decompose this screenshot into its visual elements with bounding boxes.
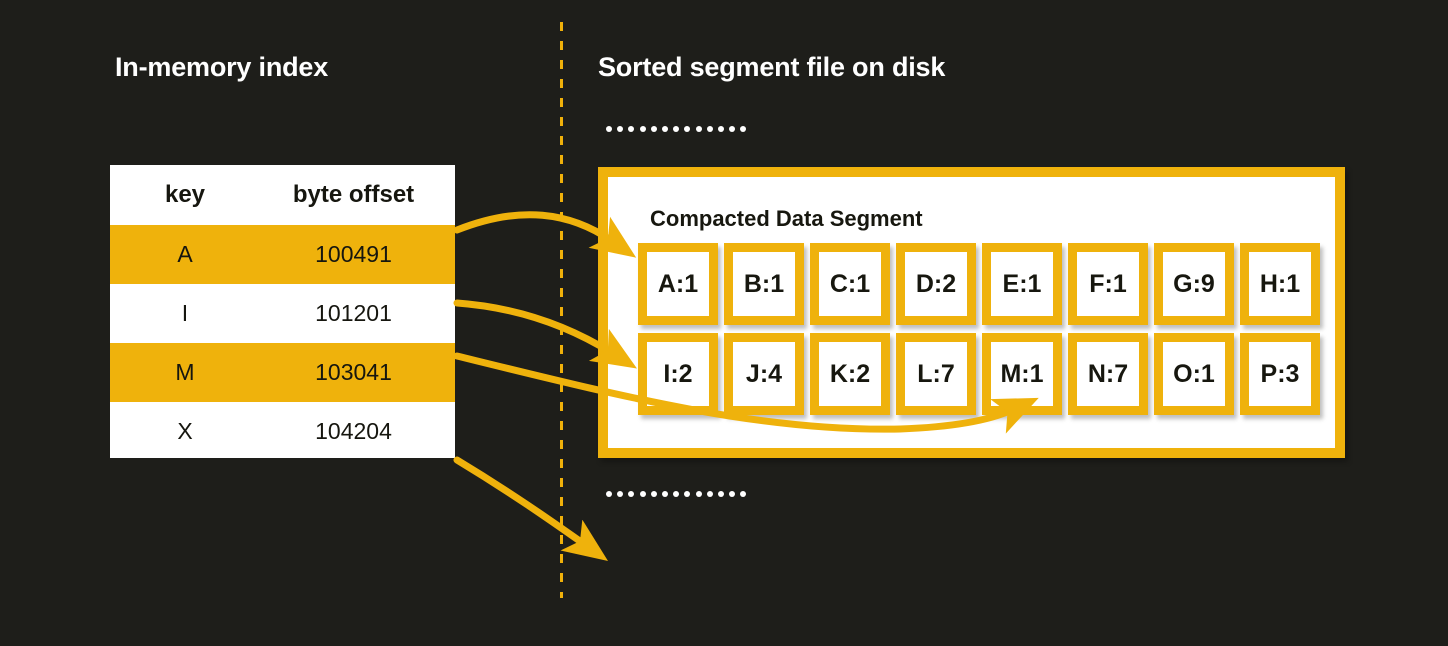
- page-title-sorted-segment-file: Sorted segment file on disk: [598, 52, 946, 82]
- table-header-row: key byte offset: [110, 165, 455, 225]
- segment-cell[interactable]: D:2: [896, 243, 976, 325]
- ellipsis-dot: [740, 126, 747, 132]
- ellipsis-dot: [729, 126, 736, 132]
- column-header-byte-offset: byte offset: [292, 181, 415, 208]
- segment-cell[interactable]: K:2: [810, 333, 890, 415]
- segment-cell[interactable]: P:3: [1240, 333, 1320, 415]
- ellipsis-dot: [684, 126, 691, 132]
- ellipsis-dot: [695, 126, 702, 132]
- ellipsis-dot: [706, 126, 713, 132]
- segment-row-1: I:2 J:4 K:2 L:7 M:1 N:7 O:1 P:3: [638, 333, 1320, 415]
- ellipsis-dots-bottom: [606, 491, 747, 497]
- in-memory-index-table: key byte offset A 100491 I 101201 M 1030…: [110, 165, 455, 458]
- segment-title: Compacted Data Segment: [650, 206, 923, 231]
- segment-cell[interactable]: A:1: [638, 243, 718, 325]
- segment-cell[interactable]: O:1: [1154, 333, 1234, 415]
- page-title-in-memory-index: In-memory index: [115, 52, 329, 82]
- cell-key: A: [177, 241, 193, 267]
- segment-cell[interactable]: H:1: [1240, 243, 1320, 325]
- segment-cell[interactable]: J:4: [724, 333, 804, 415]
- table-row[interactable]: M 103041: [110, 343, 455, 402]
- cell-byte-offset: 104204: [315, 418, 392, 444]
- ellipsis-dot: [740, 491, 747, 497]
- cell-key: M: [175, 359, 195, 385]
- table-row[interactable]: X 104204: [110, 402, 455, 461]
- ellipsis-dot: [628, 491, 635, 497]
- vertical-dashed-divider: [560, 22, 563, 598]
- ellipsis-dot: [706, 491, 713, 497]
- segment-cell[interactable]: F:1: [1068, 243, 1148, 325]
- segment-cell[interactable]: E:1: [982, 243, 1062, 325]
- segment-cell[interactable]: B:1: [724, 243, 804, 325]
- ellipsis-dot: [628, 126, 635, 132]
- ellipsis-dot: [617, 491, 624, 497]
- ellipsis-dot: [729, 491, 736, 497]
- compacted-data-segment-container: Compacted Data Segment A:1 B:1 C:1 D:2 E…: [598, 167, 1345, 458]
- ellipsis-dot: [606, 491, 612, 497]
- cell-byte-offset: 101201: [315, 300, 392, 326]
- ellipsis-dot: [617, 126, 624, 132]
- arrow-x-offpage: [453, 456, 609, 561]
- ellipsis-dot: [606, 126, 612, 132]
- column-header-key: key: [164, 181, 206, 208]
- ellipsis-dot: [639, 491, 646, 497]
- segment-cell[interactable]: L:7: [896, 333, 976, 415]
- ellipsis-dot: [717, 491, 724, 497]
- segment-cell[interactable]: C:1: [810, 243, 890, 325]
- ellipsis-dot: [717, 126, 724, 132]
- cell-key: X: [177, 418, 193, 444]
- ellipsis-dot: [673, 491, 680, 497]
- table-row[interactable]: A 100491: [110, 225, 455, 284]
- segment-cell[interactable]: N:7: [1068, 333, 1148, 415]
- segment-cell[interactable]: G:9: [1154, 243, 1234, 325]
- ellipsis-dot: [650, 491, 657, 497]
- table-row[interactable]: I 101201: [110, 284, 455, 343]
- ellipsis-dot: [650, 126, 657, 132]
- cell-byte-offset: 103041: [315, 359, 392, 385]
- ellipsis-dots-top: [606, 126, 747, 132]
- segment-row-0: A:1 B:1 C:1 D:2 E:1 F:1 G:9 H:1: [638, 243, 1320, 325]
- cell-byte-offset: 100491: [315, 241, 392, 267]
- segment-cell[interactable]: M:1: [982, 333, 1062, 415]
- arrow-a-to-a1: [453, 211, 637, 258]
- ellipsis-dot: [695, 491, 702, 497]
- ellipsis-dot: [639, 126, 646, 132]
- ellipsis-dot: [661, 491, 668, 497]
- segment-cell[interactable]: I:2: [638, 333, 718, 415]
- ellipsis-dot: [684, 491, 691, 497]
- ellipsis-dot: [661, 126, 668, 132]
- ellipsis-dot: [673, 126, 680, 132]
- cell-key: I: [181, 300, 189, 326]
- arrow-i-to-i2: [453, 299, 637, 369]
